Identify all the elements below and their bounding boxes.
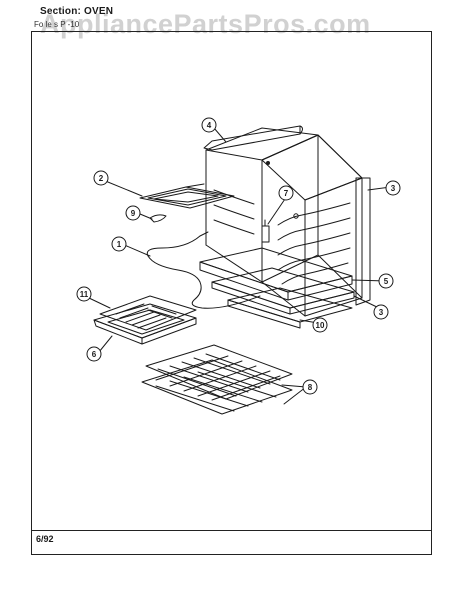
watermark-text: AppliancePartsPros.com	[40, 9, 371, 39]
callout-c3b: 3	[373, 304, 389, 320]
broil-pan-part	[93, 303, 197, 345]
bracket-part	[149, 214, 167, 223]
bake-element-part	[146, 231, 261, 309]
callout-c10: 10	[312, 317, 328, 333]
top-trim-part	[203, 125, 303, 151]
diagram-frame	[31, 31, 432, 555]
callout-c3a: 3	[385, 180, 401, 196]
sub-label: Fo le s P -10	[34, 20, 80, 29]
callout-circle	[385, 180, 401, 196]
callout-number: 3	[379, 308, 384, 317]
callout-circle	[111, 236, 127, 252]
callout-circle	[373, 304, 389, 320]
oven-racks-part	[141, 344, 293, 415]
footer-divider	[31, 530, 432, 531]
bottom-frame-part	[211, 267, 355, 315]
callout-c2: 2	[93, 170, 109, 186]
callout-circle	[76, 286, 92, 302]
callout-number: 11	[80, 290, 89, 299]
callout-circle	[278, 185, 294, 201]
callout-number: 10	[316, 321, 325, 330]
section-label: Section: OVEN	[40, 6, 114, 17]
callout-number: 3	[391, 184, 396, 193]
callout-c8: 8	[302, 379, 318, 395]
callout-circle	[201, 117, 217, 133]
oven-liner-part	[205, 127, 363, 317]
broil-element-part	[139, 183, 235, 209]
callout-circle	[86, 346, 102, 362]
bottom-panel-part	[227, 287, 353, 329]
callout-c1: 1	[111, 236, 127, 252]
callout-c6: 6	[86, 346, 102, 362]
callout-number: 5	[384, 277, 389, 286]
callout-circle	[125, 205, 141, 221]
callout-circle	[93, 170, 109, 186]
callout-circle	[312, 317, 328, 333]
callout-leaders	[88, 127, 392, 405]
oven-bottom-part	[199, 247, 353, 301]
element-bracket-part	[261, 219, 270, 243]
side-panel-part	[355, 177, 371, 306]
callout-c5: 5	[378, 273, 394, 289]
callout-number: 1	[117, 240, 122, 249]
footer-date: 6/92	[36, 534, 54, 544]
callout-c11: 11	[76, 286, 92, 302]
callout-number: 2	[99, 174, 104, 183]
callout-number: 9	[131, 209, 136, 218]
callout-number: 7	[284, 189, 289, 198]
callout-number: 6	[92, 350, 97, 359]
callout-c9: 9	[125, 205, 141, 221]
broil-pan-insert-part	[99, 295, 197, 331]
callout-c7: 7	[278, 185, 294, 201]
callout-number: 4	[207, 121, 212, 130]
callout-circle	[378, 273, 394, 289]
callout-circle	[302, 379, 318, 395]
callout-c4: 4	[201, 117, 217, 133]
callout-number: 8	[308, 383, 313, 392]
